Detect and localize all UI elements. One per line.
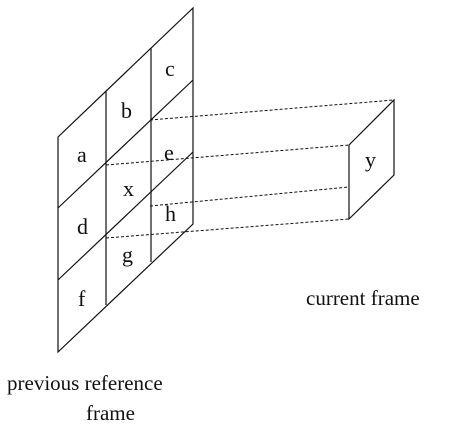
cell-label-a: a: [77, 142, 87, 167]
reference-frame-outline: [57, 6, 194, 354]
projection-lines: [105, 99, 395, 239]
current-block-outline: [348, 98, 395, 221]
cell-label-f: f: [78, 286, 86, 311]
block-label-y: y: [365, 147, 376, 172]
reference-frame-caption-line1: previous reference: [7, 371, 163, 395]
cell-label-x: x: [123, 176, 134, 201]
grid-divider-r1: [57, 79, 194, 209]
cell-label-c: c: [165, 56, 175, 81]
reference-frame-grid: [57, 6, 194, 354]
projection-line-1: [149, 99, 395, 121]
cell-label-b: b: [121, 98, 132, 123]
projection-line-2: [105, 144, 350, 166]
current-frame-caption: current frame: [306, 286, 420, 310]
projection-line-3: [149, 186, 350, 207]
cell-label-h: h: [165, 201, 176, 226]
cell-label-d: d: [77, 214, 88, 239]
projection-line-4: [105, 218, 350, 239]
current-frame-block: [348, 98, 395, 221]
reference-frame-caption-line2: frame: [86, 401, 135, 425]
cell-label-g: g: [122, 242, 133, 267]
grid-divider-r2: [57, 151, 194, 281]
cell-label-e: e: [164, 140, 174, 165]
